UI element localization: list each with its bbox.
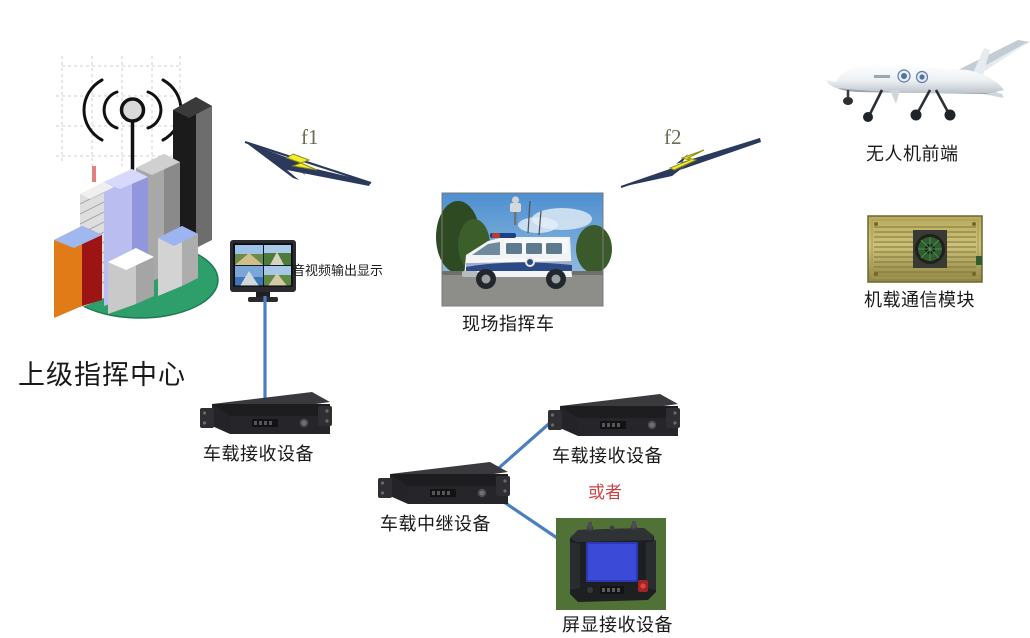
handheld-terminal-icon xyxy=(556,518,666,610)
vehicle-receiver-node[interactable]: 车载接收设备 xyxy=(548,392,680,466)
or-divider-label: 或者 xyxy=(588,483,622,502)
command-vehicle-node[interactable]: 现场指挥车 xyxy=(436,192,612,334)
screen-receiver-node[interactable]: 屏显接收设备 xyxy=(556,518,673,635)
link-f2-label: f2 xyxy=(664,125,682,149)
relay-device-node[interactable]: 车载中继设备 xyxy=(378,460,510,534)
vehicle-receiver-label: 车载接收设备 xyxy=(552,446,663,466)
screen-receiver-label: 屏显接收设备 xyxy=(562,615,673,635)
uav-label: 无人机前端 xyxy=(866,144,959,164)
rack-device-icon xyxy=(200,392,332,434)
link-f2[interactable]: f2 xyxy=(618,125,763,192)
link-f1[interactable]: f1 xyxy=(243,125,373,190)
uav-icon xyxy=(826,40,1030,122)
relay-device-label: 车载中继设备 xyxy=(380,514,491,534)
command-center-label: 上级指挥中心 xyxy=(18,360,186,390)
command-vehicle-label: 现场指挥车 xyxy=(462,314,555,334)
monitor-to-receiver-cable xyxy=(263,296,267,400)
display-monitor-node[interactable]: 音视频输出显示 xyxy=(230,240,383,304)
command-vehicle-photo xyxy=(436,192,612,307)
hq-receiver-label: 车载接收设备 xyxy=(203,444,314,464)
lightning-bolt-icon xyxy=(244,140,372,186)
hq-receiver-node[interactable]: 车载接收设备 xyxy=(200,390,332,464)
uav-node[interactable]: 无人机前端 xyxy=(818,32,1030,164)
rack-device-icon xyxy=(548,394,680,436)
lightning-bolt-icon xyxy=(620,137,761,189)
display-monitor-label: 音视频输出显示 xyxy=(292,263,384,278)
comm-module-icon xyxy=(867,215,983,283)
rack-device-icon xyxy=(378,462,510,504)
monitor-icon xyxy=(230,240,296,302)
city-antenna-icon xyxy=(54,56,219,319)
command-center-node[interactable]: 上级指挥中心 xyxy=(18,48,240,390)
airborne-module-label: 机载通信模块 xyxy=(864,290,975,310)
link-f1-label: f1 xyxy=(301,125,319,149)
airborne-module-node[interactable]: 机载通信模块 xyxy=(864,215,983,310)
